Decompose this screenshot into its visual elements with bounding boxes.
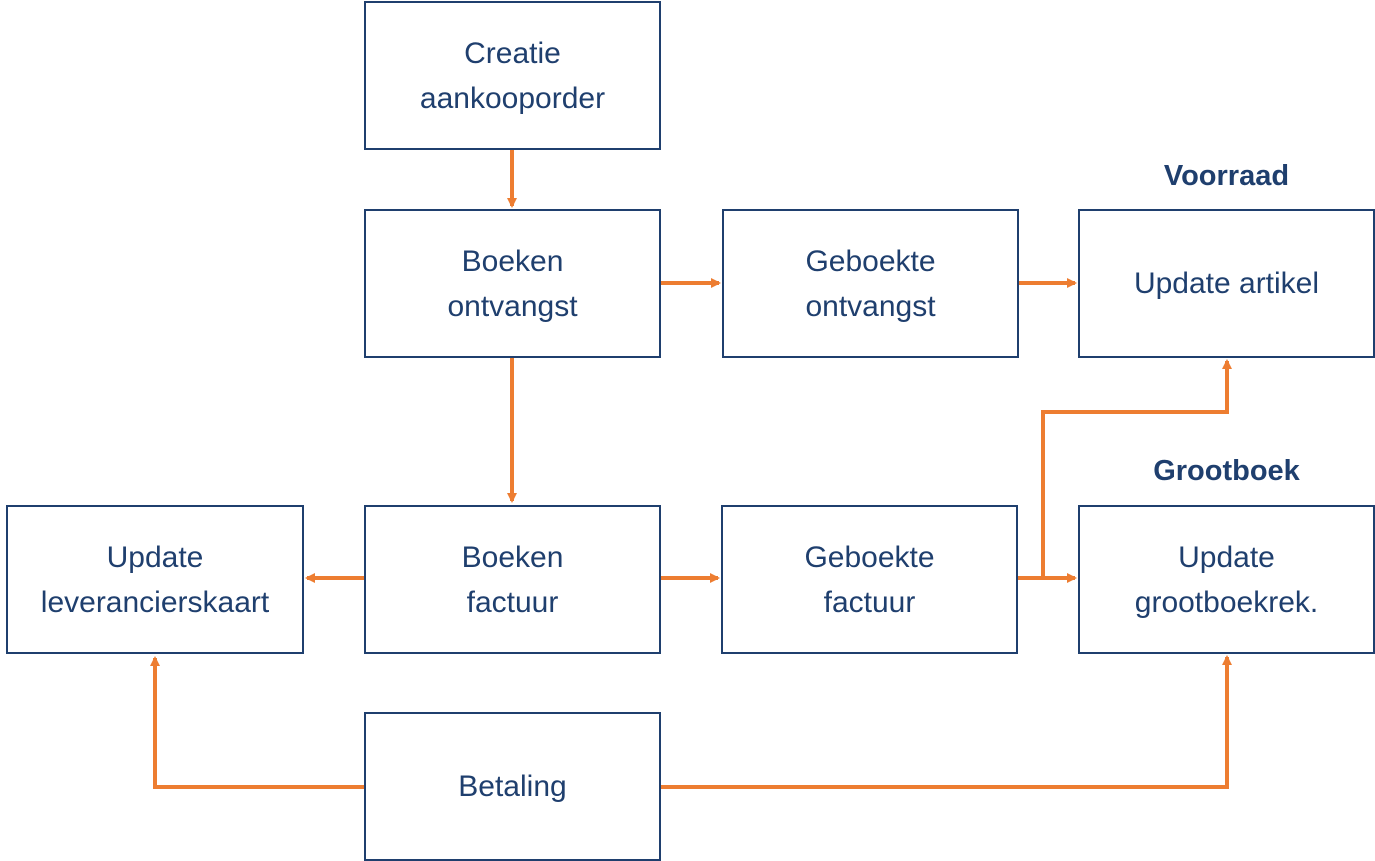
box-label: Update leverancierskaart <box>40 540 270 619</box>
arrow-betaling-to-update-leverancierskaart <box>150 656 364 789</box>
box-label: Boeken factuur <box>461 540 564 619</box>
box-geboekte-factuur: Geboekte factuur <box>721 505 1018 654</box>
box-update-leverancierskaart: Update leverancierskaart <box>6 505 304 654</box>
arrow-geboekte-factuur-to-update-artikel <box>1041 359 1232 578</box>
heading-grootboek: Grootboek <box>1153 455 1300 487</box>
box-creatie-aankooporder: Creatie aankooporder <box>364 1 661 150</box>
box-boeken-ontvangst: Boeken ontvangst <box>364 209 661 358</box>
box-betaling: Betaling <box>364 712 661 861</box>
box-update-grootboekrek: Update grootboekrek. <box>1078 505 1375 654</box>
box-label: Geboekte ontvangst <box>805 244 936 323</box>
box-label: Geboekte factuur <box>804 540 935 619</box>
box-geboekte-ontvangst: Geboekte ontvangst <box>722 209 1019 358</box>
box-label: Betaling <box>458 770 567 803</box>
arrow-betaling-to-update-grootboekrek <box>661 655 1232 789</box>
box-label: Creatie aankooporder <box>419 36 606 115</box>
heading-voorraad: Voorraad <box>1163 160 1290 192</box>
box-boeken-factuur: Boeken factuur <box>364 505 661 654</box>
box-update-artikel: Update artikel <box>1078 209 1375 358</box>
box-label: Update grootboekrek. <box>1134 540 1319 619</box>
box-label: Boeken ontvangst <box>447 244 578 323</box>
box-label: Update artikel <box>1133 267 1320 300</box>
